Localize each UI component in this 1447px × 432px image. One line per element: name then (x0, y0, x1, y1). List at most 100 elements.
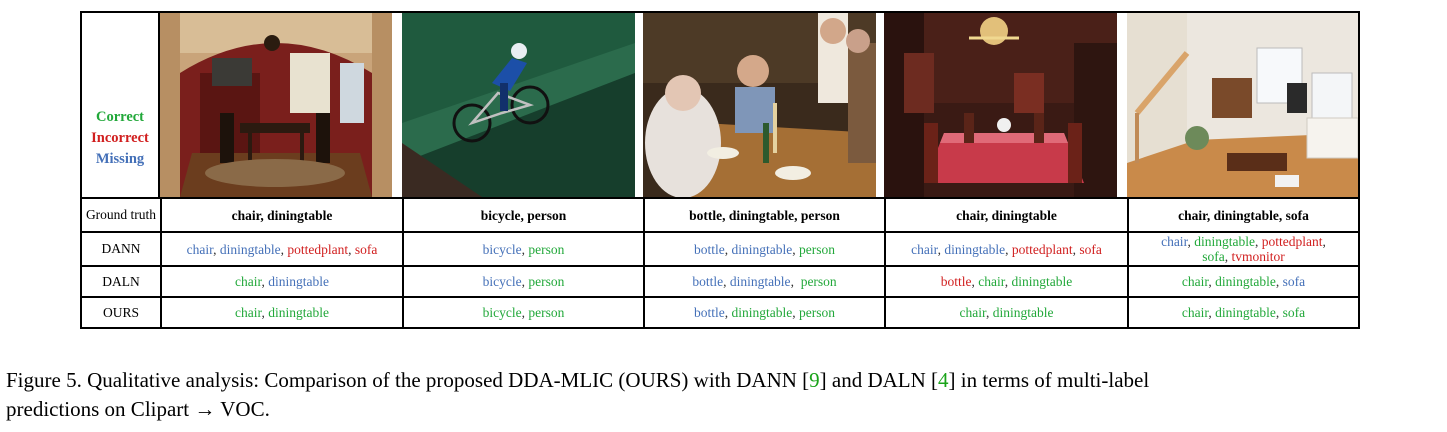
predicted-label: sofa (1282, 305, 1306, 320)
predicted-label: person (799, 305, 835, 320)
separator: , (521, 241, 529, 257)
predicted-label: pottedplant (1011, 241, 1073, 257)
separator: , (723, 274, 730, 289)
citation-link[interactable]: 4 (938, 368, 949, 392)
separator: , (1005, 241, 1012, 257)
dann-prediction-cell: chair, diningtable, pottedplant, sofa (162, 233, 402, 265)
predicted-label: diningtable (731, 241, 793, 257)
predicted-label: bottle (694, 305, 725, 320)
predicted-label: bicycle (482, 305, 522, 320)
row-header-ground-truth: Ground truth (85, 207, 157, 222)
separator: , (792, 241, 799, 257)
row-header-daln: DALN (102, 273, 140, 289)
predicted-label: diningtable (268, 274, 329, 289)
caption-text-b: ] and DALN [ (819, 368, 939, 392)
prediction-labels: chair, diningtable, sofa (1182, 274, 1305, 289)
separator: , (1004, 274, 1012, 289)
caption-label: Figure 5. (6, 368, 82, 392)
predicted-label: diningtable (729, 274, 791, 289)
legend-incorrect: Incorrect (91, 130, 149, 146)
daln-prediction-cell: chair, diningtable (162, 267, 402, 296)
dining-room-archway-photo (160, 13, 392, 197)
separator: , (1275, 305, 1283, 320)
predicted-label: person (528, 274, 565, 289)
formal-dining-room-photo (884, 13, 1117, 197)
dann-prediction-cell: chair, diningtable, pottedplant, sofa (886, 233, 1127, 265)
separator: , (792, 305, 799, 320)
predicted-label: chair (1181, 305, 1209, 320)
predicted-label: person (528, 305, 565, 320)
separator: , (213, 241, 220, 257)
caption-text-a: Qualitative analysis: Comparison of the … (81, 368, 810, 392)
predicted-label: chair (911, 241, 938, 257)
predicted-label: diningtable (219, 241, 281, 257)
prediction-labels: bicycle, person (483, 242, 565, 257)
prediction-labels: chair, diningtable, sofa (1182, 305, 1305, 320)
predicted-label: chair (1181, 274, 1209, 289)
predicted-label: person (528, 241, 565, 257)
predicted-label: diningtable (268, 305, 329, 320)
prediction-labels: bottle, diningtable, person (692, 274, 836, 289)
predicted-label: sofa (1282, 274, 1306, 289)
prediction-labels: bicycle, person (483, 274, 565, 289)
prediction-labels: chair, diningtable (235, 274, 329, 289)
predicted-label: diningtable (1194, 234, 1256, 249)
row-header-dann: DANN (101, 241, 141, 256)
prediction-labels: bottle, chair, diningtable (941, 274, 1072, 289)
separator: , (985, 305, 993, 320)
separator: , (1208, 305, 1216, 320)
legend-missing: Missing (95, 151, 145, 167)
prediction-labels: chair, diningtable, pottedplant, sofa (911, 242, 1102, 257)
prediction-labels: bottle, diningtable, person (694, 305, 835, 320)
prediction-labels: bottle, diningtable, person (694, 242, 835, 257)
predicted-label: bicycle (482, 241, 522, 257)
dann-prediction-cell: chair, diningtable, pottedplant,sofa, tv… (1129, 233, 1358, 265)
daln-prediction-cell: bicycle, person (404, 267, 643, 296)
predicted-label: chair (235, 305, 262, 320)
gt-cell-4: chair, diningtable (956, 207, 1057, 223)
predicted-label: chair (1161, 234, 1188, 249)
citation-link[interactable]: 9 (809, 368, 820, 392)
prediction-labels: bicycle, person (483, 305, 565, 320)
predicted-label: diningtable (1011, 274, 1073, 289)
gt-cell-5: chair, diningtable, sofa (1178, 207, 1309, 223)
separator: , (971, 274, 979, 289)
living-room-photo (1127, 13, 1358, 197)
predicted-label: diningtable (1215, 274, 1276, 289)
separator: , (724, 305, 732, 320)
separator: , (937, 241, 945, 257)
separator: , (348, 241, 355, 257)
ours-prediction-cell: bicycle, person (404, 298, 643, 327)
predicted-label: sofa (1079, 241, 1102, 257)
separator: , (521, 274, 529, 289)
predicted-label: tvmonitor (1231, 249, 1285, 264)
separator: , (1072, 241, 1080, 257)
predicted-label: bottle (694, 241, 725, 257)
daln-prediction-cell: bottle, diningtable, person (645, 267, 884, 296)
color-legend: Correct Incorrect Missing (82, 13, 160, 197)
separator: , (261, 305, 269, 320)
dann-prediction-cell: bicycle, person (404, 233, 643, 265)
prediction-labels: chair, diningtable, pottedplant, sofa (187, 242, 378, 257)
separator: , (1255, 234, 1262, 249)
separator: , (261, 274, 269, 289)
separator: , (724, 241, 732, 257)
predicted-label: diningtable (1215, 305, 1276, 320)
daln-prediction-cell: bottle, chair, diningtable (886, 267, 1127, 296)
predicted-label: chair (235, 274, 262, 289)
gt-cell-3: bottle, diningtable, person (689, 207, 840, 223)
gt-cell-2: bicycle, person (480, 207, 567, 223)
predicted-label: diningtable (992, 305, 1054, 320)
prediction-labels: chair, diningtable (235, 305, 329, 320)
figure-caption: Figure 5. Qualitative analysis: Comparis… (6, 366, 1446, 424)
predicted-label: chair (186, 241, 214, 257)
separator: , (280, 241, 288, 257)
ours-prediction-cell: chair, diningtable, sofa (1129, 298, 1358, 327)
dann-prediction-cell: bottle, diningtable, person (645, 233, 884, 265)
dinner-party-photo (643, 13, 876, 197)
separator: , (1187, 234, 1195, 249)
separator: , (1275, 274, 1283, 289)
predicted-label: sofa (1202, 249, 1225, 264)
separator: , (790, 274, 801, 289)
ours-prediction-cell: chair, diningtable (886, 298, 1127, 327)
